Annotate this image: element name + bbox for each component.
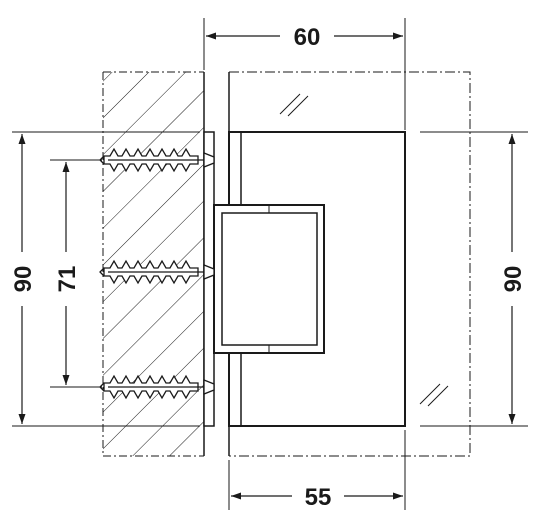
extension-lines	[12, 18, 528, 510]
dim-bottom-width: 55	[305, 484, 332, 511]
dim-left-outer-height: 90	[10, 266, 37, 293]
dim-top-width: 60	[294, 24, 321, 51]
dimension-bottom: 55	[231, 484, 403, 511]
glass-mark-bottom	[419, 383, 449, 407]
hinge-knuckle	[213, 204, 325, 354]
wall-anchors	[99, 147, 215, 400]
wall-anchor	[99, 147, 215, 173]
dimension-right: 90	[500, 134, 527, 424]
dimension-top: 60	[206, 24, 403, 51]
wall-section	[102, 71, 205, 457]
dimension-left-inner: 71	[54, 162, 81, 385]
glass-panel	[228, 71, 471, 457]
dim-left-inner-height: 71	[54, 266, 81, 293]
wall-anchor	[99, 374, 215, 400]
glass-mark-top	[279, 93, 309, 117]
wall-anchor	[99, 259, 215, 285]
dim-right-height: 90	[500, 266, 527, 293]
hinge-body	[203, 131, 406, 427]
dimension-left-outer: 90	[10, 134, 37, 424]
